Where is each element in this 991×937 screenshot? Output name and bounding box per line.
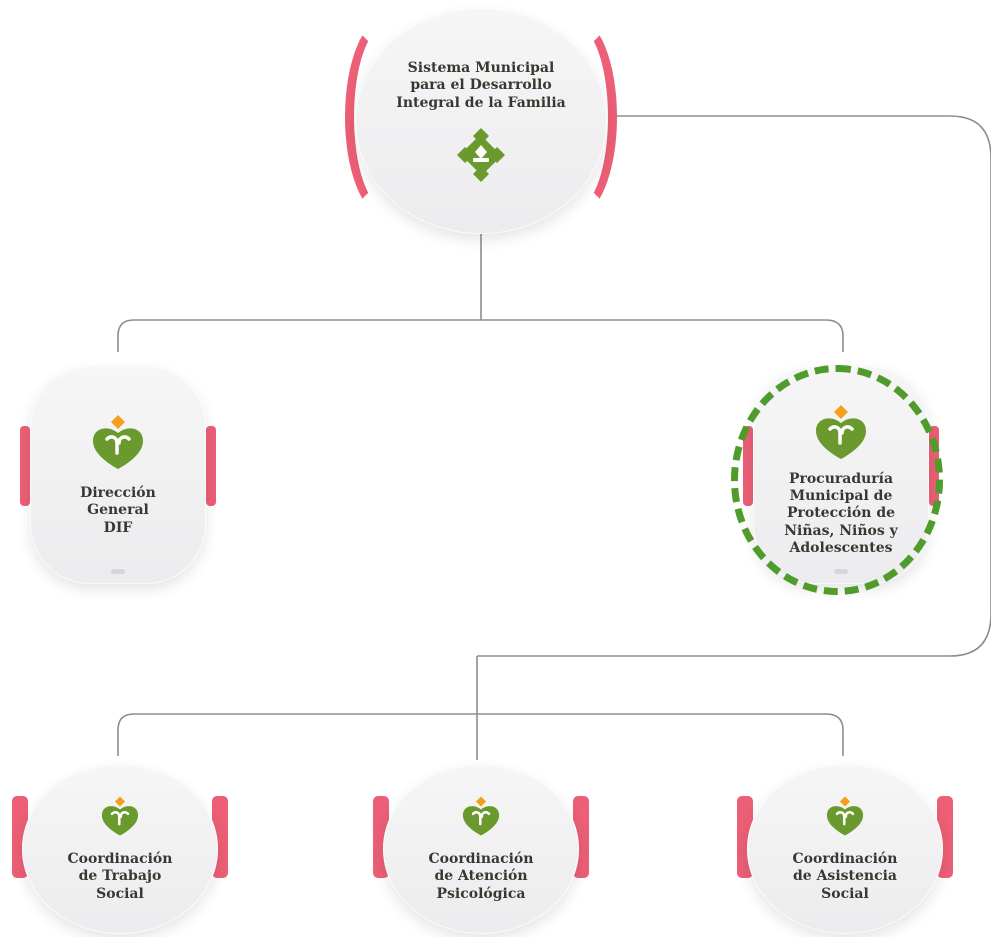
node-coordinacion-trabajo-social[interactable]: Coordinación de Trabajo Social [12,764,228,934]
node-accent-right [206,426,216,506]
node-coordinacion-atencion-psicologica[interactable]: Coordinación de Atención Psicológica [373,764,589,934]
node-card: Coordinación de Trabajo Social [22,764,218,934]
node-label: Coordinación de Asistencia Social [792,851,898,902]
dif-emblem-icon [457,127,505,182]
node-label: Dirección General DIF [80,485,156,536]
node-label: Coordinación de Trabajo Social [67,851,173,902]
highlight-ring [731,365,943,595]
root-node[interactable]: Sistema Municipal para el Desarrollo Int… [345,0,617,236]
root-label: Sistema Municipal para el Desarrollo Int… [396,60,566,111]
node-indicator-dot [111,569,125,574]
root-card: Sistema Municipal para el Desarrollo Int… [355,8,607,234]
node-card: Dirección General DIF [30,366,206,584]
node-accent-left [20,426,30,506]
dif-logo-icon [826,796,864,836]
dif-logo-icon [101,796,139,836]
node-direccion-general-dif[interactable]: Dirección General DIF [20,366,216,584]
root-accent-right [537,18,617,216]
node-coordinacion-asistencia-social[interactable]: Coordinación de Asistencia Social [737,764,953,934]
root-accent-left [345,18,425,216]
node-card: Coordinación de Asistencia Social [747,764,943,934]
node-label: Coordinación de Atención Psicológica [428,851,534,902]
dif-logo-icon [93,415,143,470]
node-card: Coordinación de Atención Psicológica [383,764,579,934]
dif-logo-icon [462,796,500,836]
